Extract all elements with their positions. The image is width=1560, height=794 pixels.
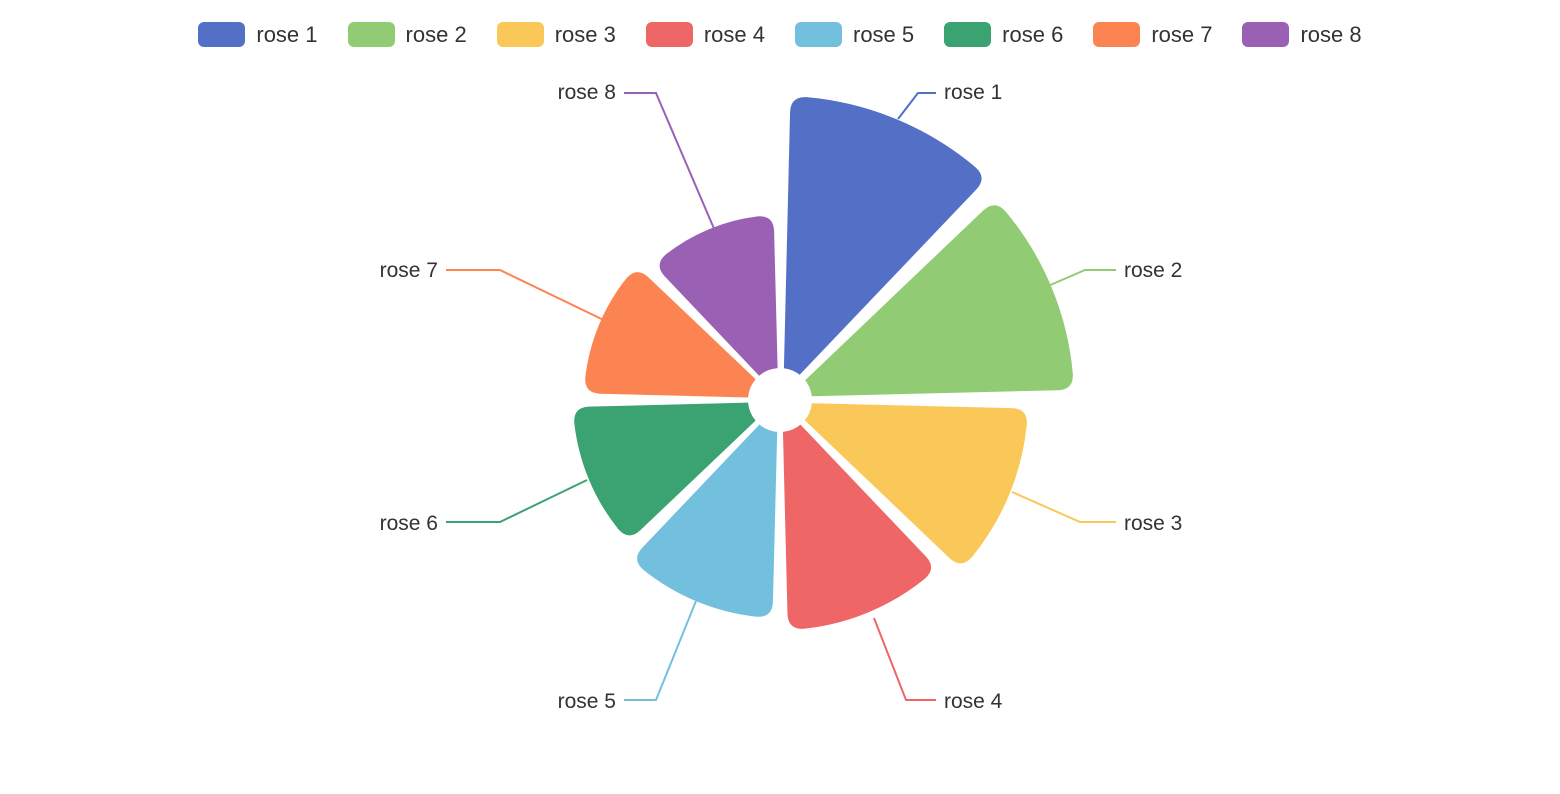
sector-label-rose-5: rose 5: [558, 690, 616, 713]
label-line-rose-1: [897, 92, 936, 120]
rose-label-lines: [446, 92, 1116, 701]
legend-item-label: rose 8: [1300, 22, 1362, 47]
legend-item-rose-6[interactable]: rose 6: [944, 22, 1063, 47]
legend-item-rose-7[interactable]: rose 7: [1093, 22, 1212, 47]
rose-sector-rose-7[interactable]: [585, 272, 756, 398]
rose-labels: rose 1 rose 2 rose 3 rose 4 rose 5 rose 6 rose…: [380, 81, 1183, 713]
label-line-rose-8: [624, 92, 725, 253]
label-line-rose-4: [873, 617, 936, 701]
legend-swatch-icon: [198, 22, 246, 47]
legend-item-rose-5[interactable]: rose 5: [795, 22, 914, 47]
legend-swatch-icon: [1093, 22, 1141, 47]
legend-swatch-icon: [944, 22, 992, 47]
legend-swatch-icon: [347, 22, 395, 47]
rose-sector-rose-8[interactable]: [659, 216, 778, 376]
sector-label-rose-6: rose 6: [380, 512, 438, 535]
legend-swatch-icon: [795, 22, 842, 47]
label-line-rose-6: [446, 479, 588, 523]
sector-label-rose-3: rose 3: [1124, 512, 1182, 535]
sector-label-rose-2: rose 2: [1124, 259, 1182, 282]
legend-item-label: rose 6: [1002, 22, 1064, 47]
legend-item-label: rose 2: [405, 22, 467, 47]
rose-sector-rose-1[interactable]: [783, 97, 982, 375]
sector-label-rose-7: rose 7: [380, 259, 438, 282]
sector-label-rose-4: rose 4: [944, 690, 1003, 713]
sector-label-rose-1: rose 1: [944, 81, 1002, 104]
legend-swatch-icon: [1242, 22, 1290, 47]
rose-sector-rose-3[interactable]: [804, 403, 1027, 564]
legend-swatch-icon: [645, 22, 693, 47]
legend-item-rose-4[interactable]: rose 4: [645, 22, 765, 47]
rose-sector-rose-6[interactable]: [574, 402, 756, 536]
rose-sector-rose-2[interactable]: [805, 205, 1073, 397]
legend-swatch-icon: [496, 22, 544, 47]
rose-sectors: [574, 97, 1073, 629]
label-line-rose-3: [1011, 491, 1116, 523]
legend-item-label: rose 4: [703, 22, 765, 47]
rose-sector-rose-4[interactable]: [782, 424, 932, 629]
sector-label-rose-8: rose 8: [558, 81, 616, 104]
label-line-rose-7: [446, 269, 615, 326]
label-line-rose-2: [1047, 269, 1116, 287]
rose-sector-rose-5[interactable]: [637, 424, 778, 617]
legend-item-rose-2[interactable]: rose 2: [347, 22, 467, 47]
legend-item-label: rose 7: [1151, 22, 1213, 47]
legend-item-rose-8[interactable]: rose 8: [1242, 22, 1362, 47]
legend-item-rose-1[interactable]: rose 1: [198, 22, 318, 47]
legend-item-label: rose 5: [853, 22, 915, 47]
label-line-rose-5: [624, 600, 697, 701]
chart-legend: rose 1 rose 2 rose 3 rose 4 rose 5 rose 6 rose…: [0, 22, 1560, 47]
legend-item-label: rose 1: [256, 22, 318, 47]
legend-item-label: rose 3: [554, 22, 616, 47]
legend-item-rose-3[interactable]: rose 3: [496, 22, 616, 47]
